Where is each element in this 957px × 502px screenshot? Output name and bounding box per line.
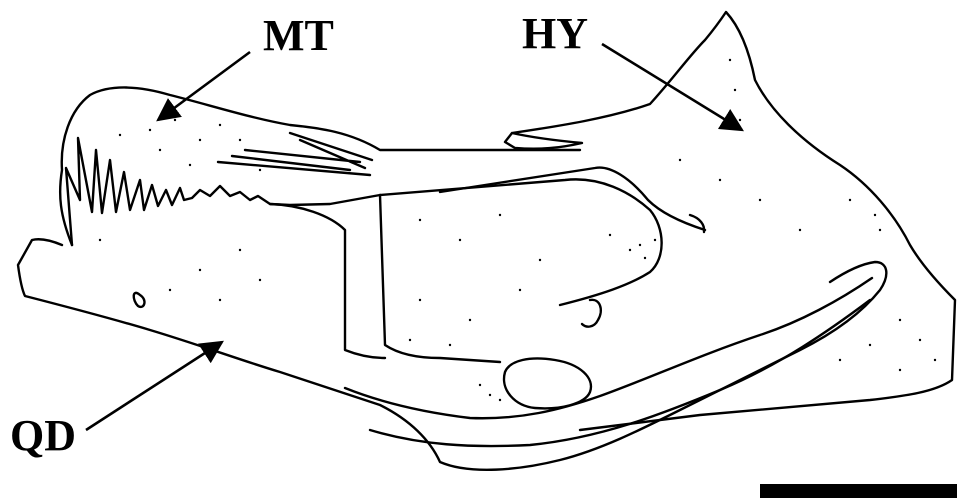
foramen-right <box>582 300 601 327</box>
label-hy: HY <box>522 9 588 58</box>
label-qd: QD <box>10 411 76 460</box>
arrow-qd <box>86 342 222 430</box>
label-mt: MT <box>263 11 334 60</box>
lower-rod <box>345 278 872 418</box>
foramen-left <box>134 293 145 307</box>
arrow-mt <box>158 52 250 120</box>
arrow-hy <box>602 44 742 130</box>
upper-rod <box>440 168 705 230</box>
scale-bar <box>760 484 957 498</box>
spine-lines <box>218 133 372 175</box>
central-plate <box>270 179 662 362</box>
quadrate-condyle <box>504 359 591 409</box>
quadrate-outline <box>18 239 886 470</box>
